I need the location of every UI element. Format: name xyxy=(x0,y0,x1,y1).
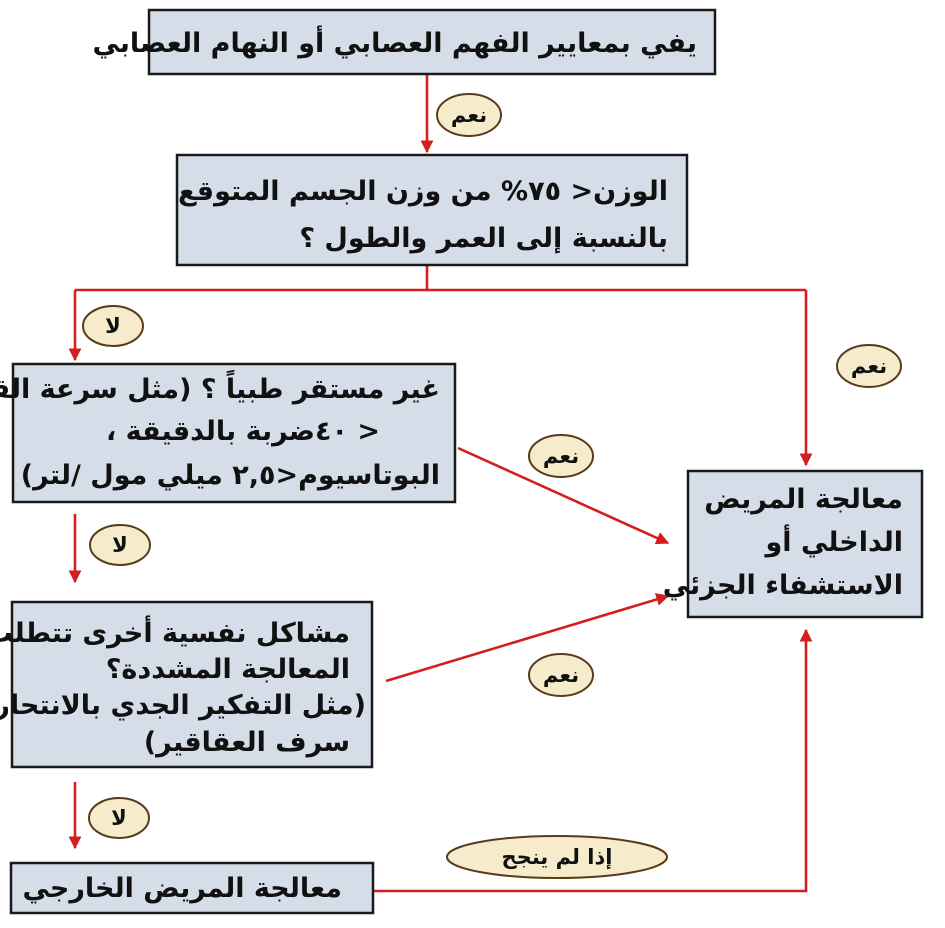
edge-label-no-2: لا xyxy=(89,524,151,566)
arrow-medical-to-inpatient xyxy=(457,446,670,545)
edge-label-yes-1-text: نعم xyxy=(451,103,487,127)
node-outpatient-box xyxy=(9,861,375,915)
node-inpatient-line-3: الاستشفاء الجزئي xyxy=(663,570,903,601)
edge-label-yes-3-text: نعم xyxy=(543,444,579,468)
node-medical-box xyxy=(11,362,457,504)
node-weight-line-2: بالنسبة إلى العمر والطول ؟ xyxy=(299,223,668,254)
node-criteria-line-1: يفي بمعايير الفهم العصابي أو النهام العص… xyxy=(92,25,697,59)
node-outpatient: معالجة المريض الخارجي xyxy=(9,861,375,915)
edge-label-no-3-bg xyxy=(88,797,150,839)
node-medical-line-3: البوتاسيوم<٢,٥ ميلي مول /لتر) xyxy=(21,460,440,491)
edge-label-no-1-bg xyxy=(82,305,144,347)
node-inpatient-line-2: الداخلي أو xyxy=(764,524,903,558)
edge-label-yes-1-bg xyxy=(436,93,502,137)
edge-label-yes-2-text: نعم xyxy=(851,354,887,378)
edge-label-yes-2: نعم xyxy=(836,344,902,388)
edge-label-yes-2-bg xyxy=(836,344,902,388)
node-psych-line-4: سرف العقاقير) xyxy=(144,727,350,758)
edge-label-yes-4-bg xyxy=(528,653,594,697)
node-psych-line-3: (مثل التفكير الجدي بالانتحار، xyxy=(0,690,366,721)
node-medical-line-2: < ٤٠ضربة بالدقيقة ، xyxy=(106,416,380,447)
node-criteria: يفي بمعايير الفهم العصابي أو النهام العص… xyxy=(92,8,717,76)
node-layer: يفي بمعايير الفهم العصابي أو النهام العص… xyxy=(0,8,924,915)
edge-label-no-1-text: لا xyxy=(105,314,121,338)
node-inpatient-line-1: معالجة المريض xyxy=(704,484,903,515)
edge-label-no-3: لا xyxy=(88,797,150,839)
node-criteria-box xyxy=(147,8,717,76)
node-psych: مشاكل نفسية أخرى تتطلب المعالجة المشددة؟… xyxy=(0,600,374,769)
node-psych-line-2: المعالجة المشددة؟ xyxy=(106,654,350,685)
edge-label-yes-3: نعم xyxy=(528,434,594,478)
edge-label-no-2-text: لا xyxy=(112,533,128,557)
node-weight-line-1: الوزن< ٧٥% من وزن الجسم المتوقع xyxy=(178,176,668,207)
node-medical: غير مستقر طبياً ؟ (مثل سرعة القلب < ٤٠ضر… xyxy=(0,362,457,504)
connector-layer xyxy=(68,75,813,893)
edge-label-yes-4-text: نعم xyxy=(543,663,579,687)
node-inpatient: معالجة المريض الداخلي أو الاستشفاء الجزئ… xyxy=(663,469,924,619)
arrow-psych-to-inpatient xyxy=(385,593,670,683)
node-weight-box xyxy=(175,153,689,267)
edge-label-if-fail-text: إذا لم ينجح xyxy=(502,845,613,869)
edge-label-if-fail-bg xyxy=(446,835,668,879)
edge-label-yes-1: نعم xyxy=(436,93,502,137)
edge-label-layer: نعم لا نعم نعم لا نعم لا إذا لم ينجح xyxy=(82,93,902,879)
node-medical-line-1: غير مستقر طبياً ؟ (مثل سرعة القلب xyxy=(0,369,440,405)
edge-label-yes-4: نعم xyxy=(528,653,594,697)
node-psych-box xyxy=(10,600,374,769)
edge-label-no-1: لا xyxy=(82,305,144,347)
node-psych-line-1: مشاكل نفسية أخرى تتطلب xyxy=(0,615,350,649)
edge-label-no-2-bg xyxy=(89,524,151,566)
node-weight: الوزن< ٧٥% من وزن الجسم المتوقع بالنسبة … xyxy=(175,153,689,267)
edge-label-if-fail: إذا لم ينجح xyxy=(446,835,668,879)
edge-label-yes-3-bg xyxy=(528,434,594,478)
node-inpatient-box xyxy=(686,469,924,619)
edge-label-no-3-text: لا xyxy=(111,806,127,830)
arrow-outpatient-to-inpatient xyxy=(373,628,813,893)
node-outpatient-line-1: معالجة المريض الخارجي xyxy=(23,873,342,904)
